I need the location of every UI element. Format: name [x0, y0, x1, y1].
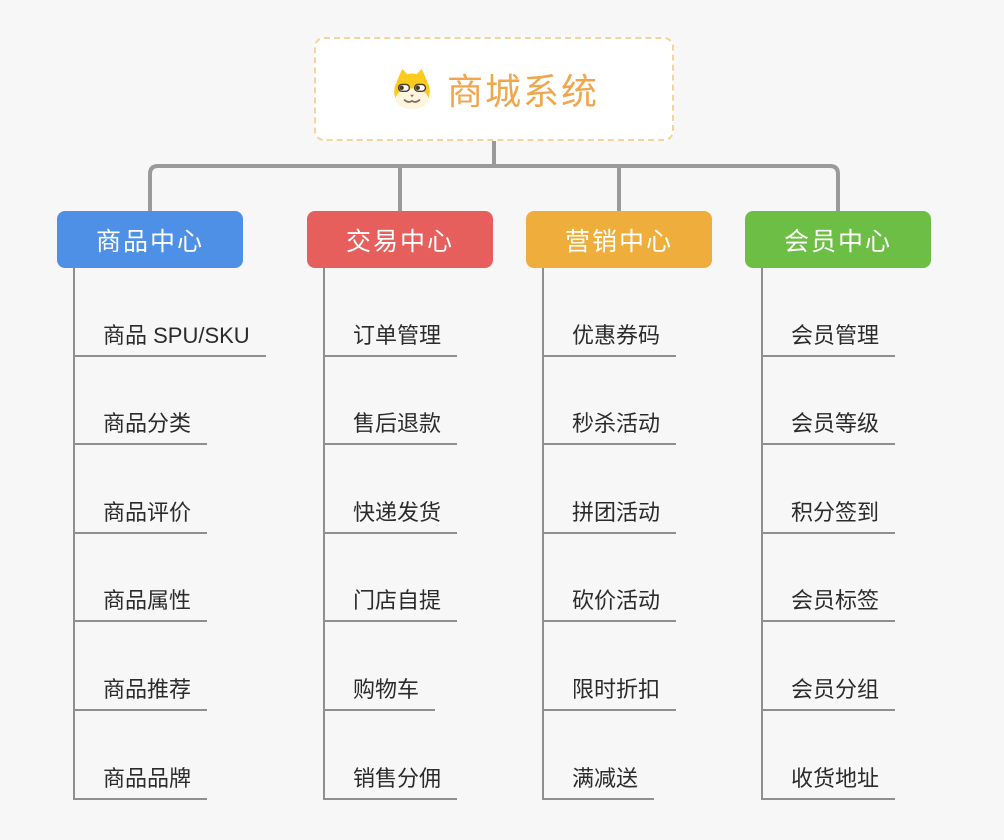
branch-label: 营销中心 [564, 227, 673, 256]
child-topic-marketing-center-2[interactable]: 秒杀活动 [542, 403, 677, 445]
branch-product-center[interactable]: 商品中心 [57, 211, 243, 268]
branch-column-line [761, 268, 763, 800]
child-topic-member-center-6[interactable]: 收货地址 [761, 758, 896, 800]
dog-face-icon [394, 68, 430, 110]
child-topic-marketing-center-6[interactable]: 满减送 [542, 758, 655, 800]
child-topic-marketing-center-4[interactable]: 砍价活动 [542, 580, 677, 622]
branch-label: 会员中心 [783, 227, 892, 256]
child-topic-trade-center-6[interactable]: 销售分佣 [323, 758, 458, 800]
branch-marketing-center[interactable]: 营销中心 [526, 211, 712, 268]
child-topic-member-center-5[interactable]: 会员分组 [761, 669, 896, 711]
child-topic-trade-center-5[interactable]: 购物车 [323, 669, 436, 711]
child-topic-marketing-center-3[interactable]: 拼团活动 [542, 492, 677, 534]
branch-trade-center[interactable]: 交易中心 [307, 211, 493, 268]
root-title: 商城系统 [446, 71, 599, 112]
branch-column-line [323, 268, 325, 800]
child-topic-marketing-center-5[interactable]: 限时折扣 [542, 669, 677, 711]
child-topic-trade-center-3[interactable]: 快递发货 [323, 492, 458, 534]
branch-column-line [73, 268, 75, 800]
child-topic-member-center-4[interactable]: 会员标签 [761, 580, 896, 622]
child-topic-product-center-2[interactable]: 商品分类 [73, 403, 208, 445]
child-topic-trade-center-4[interactable]: 门店自提 [323, 580, 458, 622]
branch-column-line [542, 268, 544, 800]
child-topic-product-center-4[interactable]: 商品属性 [73, 580, 208, 622]
child-topic-member-center-2[interactable]: 会员等级 [761, 403, 896, 445]
branch-label: 商品中心 [95, 227, 204, 256]
child-topic-member-center-1[interactable]: 会员管理 [761, 315, 896, 357]
child-topic-product-center-3[interactable]: 商品评价 [73, 492, 208, 534]
child-topic-member-center-3[interactable]: 积分签到 [761, 492, 896, 534]
branch-label: 交易中心 [345, 227, 454, 256]
child-topic-trade-center-1[interactable]: 订单管理 [323, 315, 458, 357]
child-topic-product-center-6[interactable]: 商品品牌 [73, 758, 208, 800]
child-topic-marketing-center-1[interactable]: 优惠券码 [542, 315, 677, 357]
root-node[interactable]: 商城系统 [314, 37, 674, 141]
child-topic-product-center-5[interactable]: 商品推荐 [73, 669, 208, 711]
child-topic-trade-center-2[interactable]: 售后退款 [323, 403, 458, 445]
child-topic-product-center-1[interactable]: 商品 SPU/SKU [73, 315, 266, 357]
branch-member-center[interactable]: 会员中心 [745, 211, 931, 268]
connector-bus [148, 164, 840, 211]
